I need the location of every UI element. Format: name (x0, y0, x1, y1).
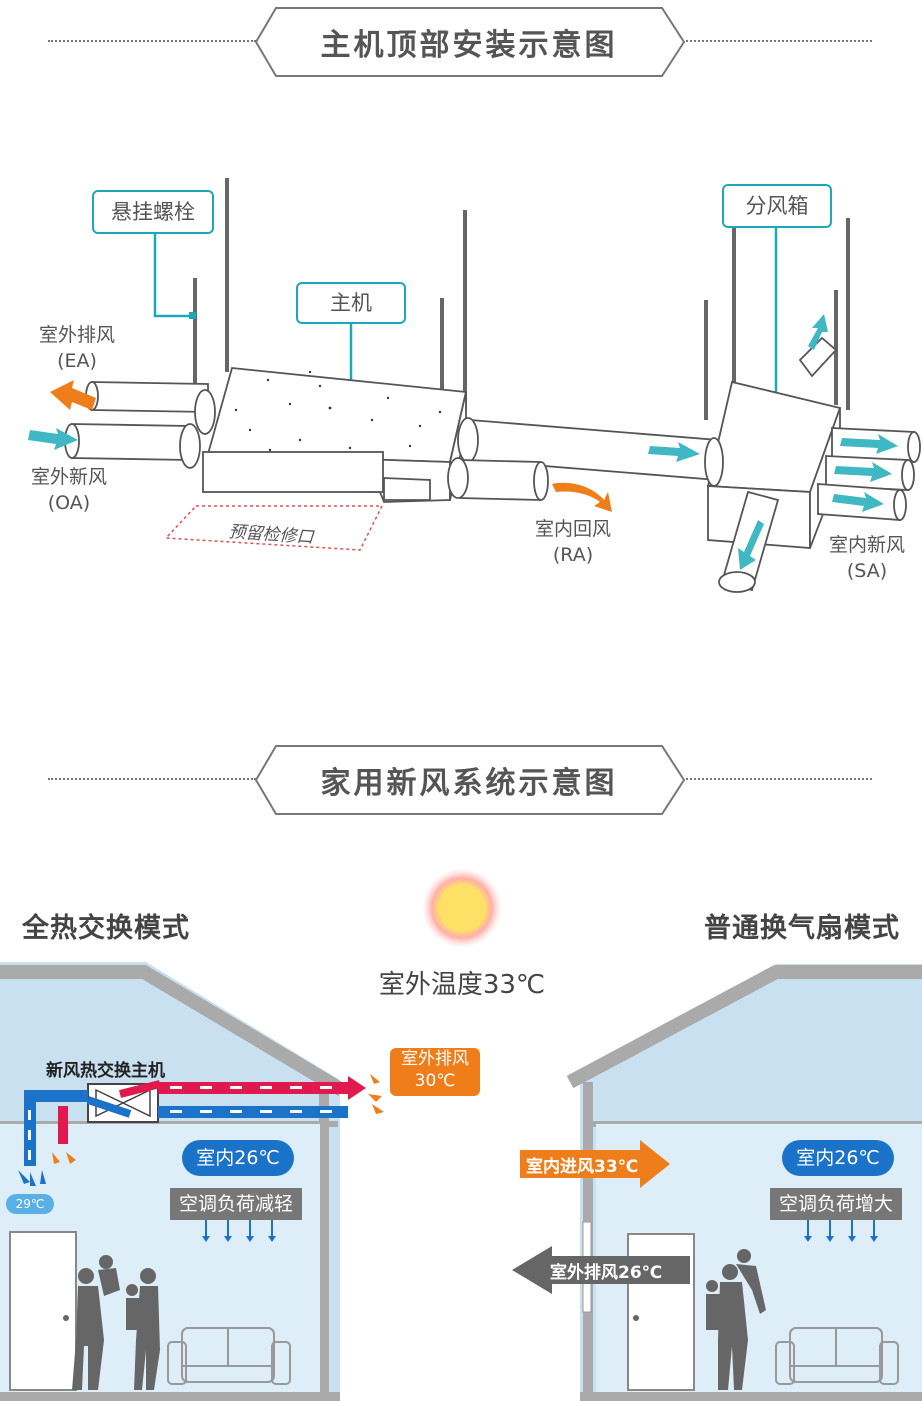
label-ra: 室内回风(RA) (534, 518, 611, 566)
indoor-temp-badge-right: 室内26℃ (782, 1140, 894, 1176)
right-house (566, 964, 922, 1401)
mode-title-left: 全热交换模式 (22, 913, 190, 944)
left-ducts (64, 381, 216, 469)
distribution-box (704, 380, 842, 549)
label-sa: 室内新风(SA) (828, 534, 905, 582)
outdoor-temperature: 室外温度33℃ (378, 970, 546, 1000)
label-ea: 室外排风(EA) (38, 324, 115, 372)
section-title-install: 主机顶部安装示意图 (320, 28, 618, 63)
section-title-system: 家用新风系统示意图 (320, 766, 618, 801)
header-divider-right-2 (686, 778, 872, 780)
header-frame (254, 7, 686, 77)
mode-title-right: 普通换气扇模式 (704, 913, 900, 944)
family-silhouette-right (706, 1249, 766, 1390)
exhaust-arrow (512, 1246, 690, 1294)
orange-arrows (50, 380, 612, 512)
callout-distribution-box: 分风箱 (722, 184, 832, 228)
header-divider-right (686, 40, 872, 42)
unit-texture (234, 370, 442, 452)
left-ducts-flow (18, 1074, 384, 1242)
indoor-temp-badge-left: 室内26℃ (182, 1140, 294, 1176)
header-divider-left-2 (48, 778, 256, 780)
label-oa: 室外新风(OA) (30, 466, 107, 514)
supply-temp-badge: 29℃ (6, 1194, 54, 1214)
service-opening (164, 505, 384, 551)
callout-main-unit: 主机 (296, 282, 406, 324)
load-badge-left: 空调负荷减轻 (170, 1188, 302, 1220)
exhaust-label-right: 室外排风26℃ (550, 1263, 663, 1283)
main-unit (202, 367, 468, 503)
intake-label: 室内进风33℃ (526, 1157, 639, 1177)
intake-arrow (520, 1140, 670, 1188)
load-badge-right: 空调负荷增大 (770, 1188, 902, 1220)
header-frame-2 (254, 745, 686, 815)
family-silhouette-left (72, 1255, 160, 1390)
callout-hanging-bolt: 悬挂螺栓 (92, 190, 214, 234)
left-house (0, 962, 346, 1401)
middle-ducts (447, 417, 719, 501)
header-divider-left (48, 40, 256, 42)
unit-label: 新风热交换主机 (46, 1061, 165, 1081)
teal-arrows (28, 314, 898, 570)
